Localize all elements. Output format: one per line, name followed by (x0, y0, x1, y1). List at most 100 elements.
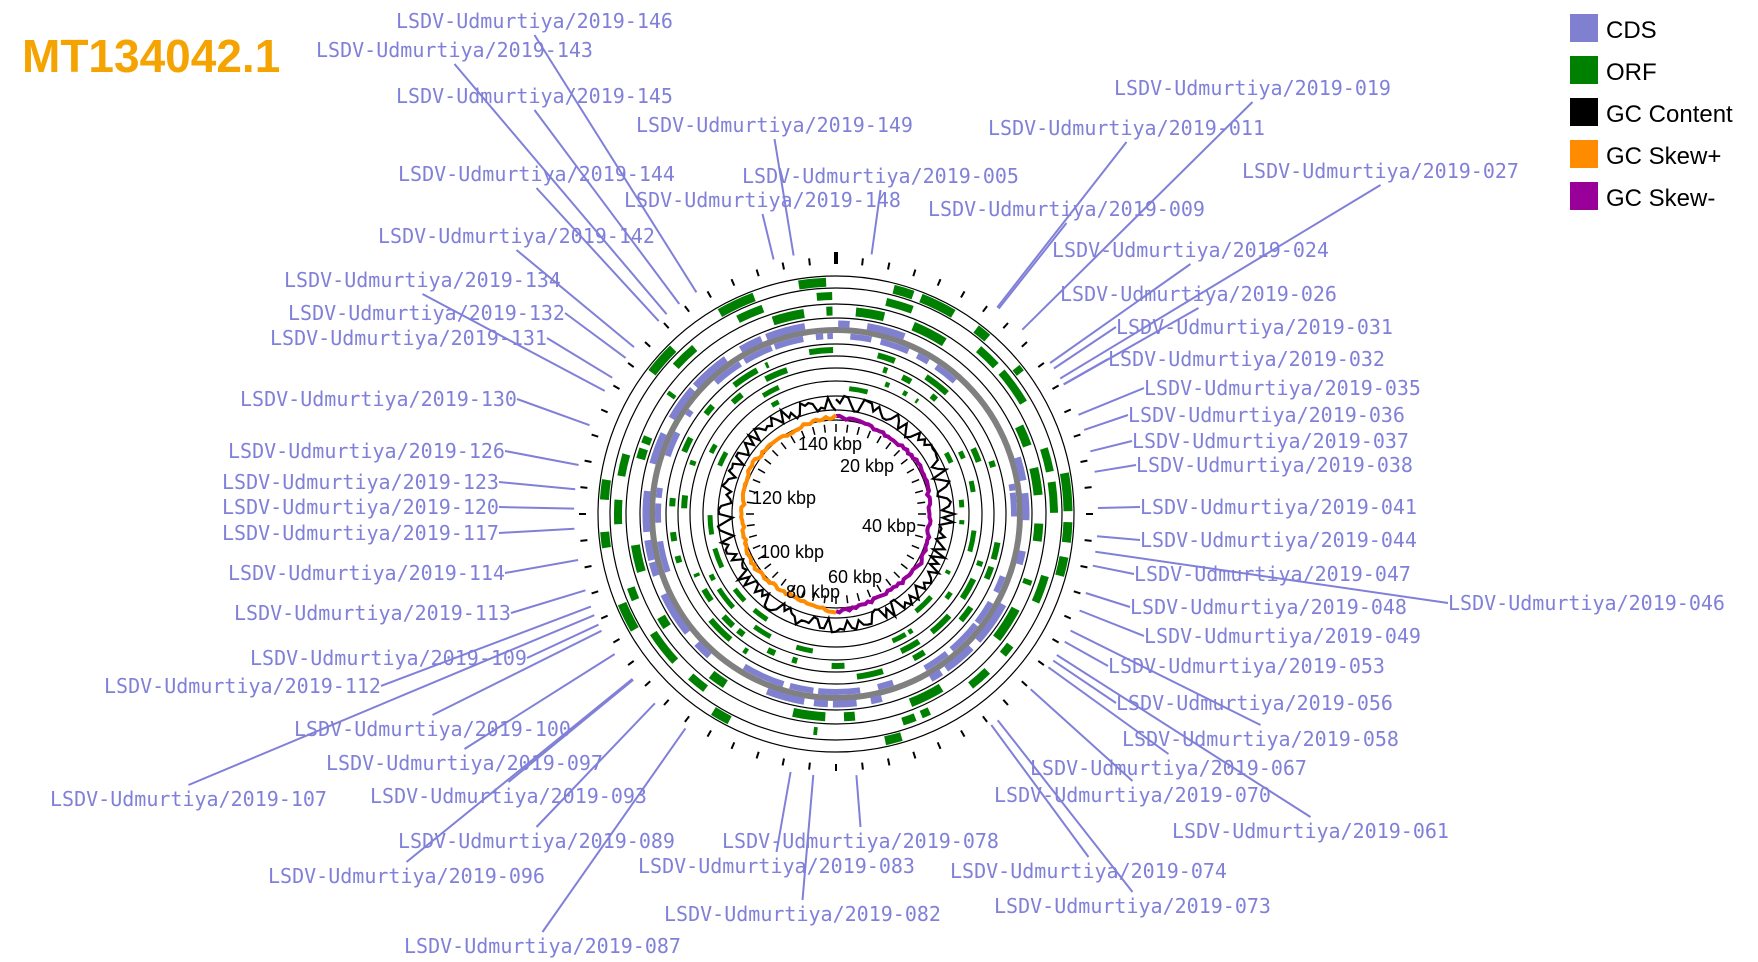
outer-tick (644, 341, 651, 348)
orf-block (1059, 472, 1073, 512)
cds-block (870, 695, 883, 705)
orf-block (752, 607, 769, 622)
kbp-label-40: 40 kbp (862, 516, 916, 536)
leader-line (504, 559, 579, 574)
scale-tick (900, 458, 908, 465)
cds-block (660, 592, 691, 635)
cds-block (838, 320, 850, 328)
scale-tick (906, 554, 915, 560)
outer-tick (706, 730, 712, 738)
kbp-label-80: 80 kbp (786, 582, 840, 602)
leader-line (1063, 307, 1199, 386)
cds-block (765, 687, 805, 705)
cds-block (765, 323, 806, 341)
gc-content-trace (716, 394, 959, 634)
leader-line (996, 719, 1134, 893)
kbp-label-120: 120 kbp (752, 488, 816, 508)
outer-tick (960, 730, 966, 738)
leader-line (1083, 414, 1129, 431)
outer-tick (584, 565, 592, 569)
outer-tick (684, 715, 690, 723)
orf-block (919, 293, 956, 318)
orf-block (900, 374, 913, 385)
cds-block (642, 490, 651, 533)
orf-block (770, 399, 780, 408)
legend-label-orf: ORF (1606, 59, 1657, 86)
leader-line (498, 527, 575, 534)
cds-block (644, 539, 656, 562)
ring-circle (665, 343, 1007, 685)
cds-block (743, 345, 773, 364)
orf-block (958, 499, 965, 508)
gene-label: LSDV-Udmurtiya/2019-131 (270, 326, 547, 350)
orf-block (885, 298, 914, 314)
legend: CDS ORF GC Content GC Skew+ GC Skew- (1570, 14, 1733, 212)
scale-tick (811, 426, 816, 435)
gene-label: LSDV-Udmurtiya/2019-120 (222, 495, 499, 519)
cds-block (664, 431, 681, 458)
ring-circle (625, 303, 1047, 725)
cds-block (655, 487, 663, 499)
outer-tick (1063, 614, 1072, 620)
outer-tick (580, 486, 588, 489)
orf-block (912, 649, 926, 662)
gene-label: LSDV-Udmurtiya/2019-027 (1242, 159, 1519, 183)
outer-tick (960, 290, 966, 298)
orf-block (924, 374, 949, 396)
scale-tick (752, 478, 761, 484)
cds-block (974, 600, 994, 625)
orf-block (764, 361, 770, 369)
orf-block (712, 547, 725, 569)
gene-label: LSDV-Udmurtiya/2019-009 (928, 197, 1205, 221)
gene-label: LSDV-Udmurtiya/2019-019 (1114, 76, 1391, 100)
outer-tick (591, 590, 599, 595)
orf-block (990, 541, 1001, 561)
gene-label: LSDV-Udmurtiya/2019-143 (316, 38, 593, 62)
leader-line (1047, 666, 1170, 755)
legend-label-cds: CDS (1606, 17, 1657, 44)
orf-block (901, 713, 917, 726)
orf-block (855, 307, 886, 322)
scale-tick (911, 544, 920, 550)
orf-block (808, 347, 834, 356)
orf-block (1012, 364, 1024, 376)
gene-label: LSDV-Udmurtiya/2019-113 (234, 601, 511, 625)
outer-tick (887, 262, 891, 270)
gene-label: LSDV-Udmurtiya/2019-067 (1030, 756, 1307, 780)
orf-block (856, 668, 884, 680)
orf-block (798, 277, 827, 290)
gene-label: LSDV-Udmurtiya/2019-112 (104, 674, 381, 698)
gene-label: LSDV-Udmurtiya/2019-036 (1128, 403, 1405, 427)
ring-circle (597, 275, 1075, 753)
orf-block (708, 443, 718, 455)
gene-label: LSDV-Udmurtiya/2019-061 (1172, 819, 1449, 843)
orf-block (919, 707, 931, 719)
gene-label: LSDV-Udmurtiya/2019-117 (222, 521, 499, 545)
orf-block (649, 630, 679, 664)
leader-line (188, 614, 595, 786)
outer-tick (861, 258, 864, 266)
cds-block (1015, 550, 1026, 566)
leader-line (422, 293, 606, 392)
scale-tick (915, 489, 924, 494)
legend-swatch-orf (1570, 56, 1598, 84)
gene-label: LSDV-Udmurtiya/2019-073 (994, 894, 1271, 918)
scale-tick (780, 442, 787, 450)
scale-tick (764, 458, 772, 465)
gene-label: LSDV-Udmurtiya/2019-024 (1052, 238, 1329, 262)
scale-tick (757, 468, 766, 474)
cds-block (877, 679, 894, 690)
outer-tick (644, 680, 651, 687)
orf-block (998, 369, 1027, 405)
outer-tick (781, 262, 785, 270)
gene-label: LSDV-Udmurtiya/2019-041 (1140, 495, 1417, 519)
outer-tick (612, 638, 620, 644)
ring-circle (609, 287, 1063, 741)
scale-tick (823, 424, 827, 433)
gene-label: LSDV-Udmurtiya/2019-142 (378, 224, 655, 248)
orf-block (721, 614, 736, 629)
outer-tick (781, 758, 785, 766)
orf-block (736, 627, 746, 638)
leader-line (432, 629, 602, 716)
cds-block (649, 432, 668, 465)
